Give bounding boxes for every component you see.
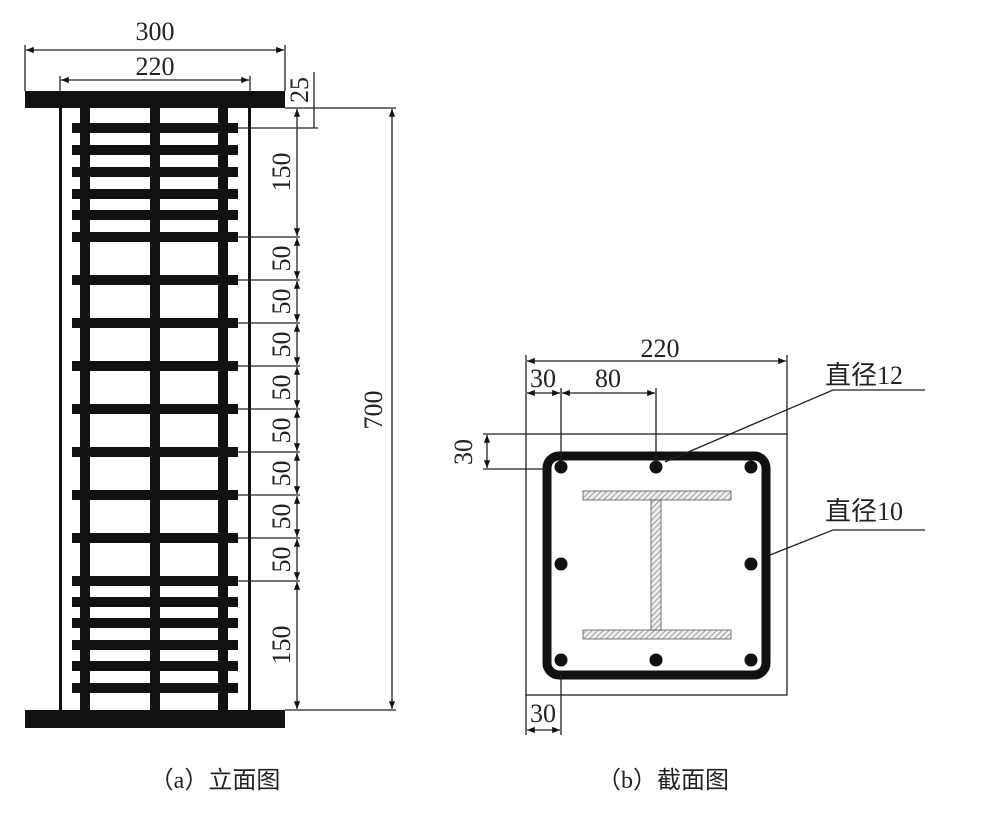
- leader-stirrup: [769, 529, 925, 556]
- section-dim-width: 220: [641, 334, 680, 363]
- label-longitudinal-bar: 直径12: [825, 361, 903, 390]
- section-dim-cover-top: 30: [449, 439, 478, 465]
- dim-height: 700: [359, 391, 388, 430]
- dim-cover-top: 25: [285, 77, 314, 103]
- dim-spacing: 50: [267, 375, 296, 401]
- steel-flange-bottom: [582, 629, 732, 640]
- dim-dense-top: 150: [267, 153, 296, 192]
- dim-spacing: 50: [267, 504, 296, 530]
- dim-core-width: 220: [136, 52, 175, 81]
- elevation-caption: （a）立面图: [150, 767, 281, 794]
- section-dim-cover-left: 30: [530, 364, 556, 393]
- concrete-outline-left: [59, 108, 62, 710]
- steel-web: [650, 499, 662, 631]
- bottom-plate: [25, 710, 285, 728]
- elevation-view: 300 220 25 700 150 150 50 50 50 50 50 50 5050 …: [24, 17, 396, 794]
- dim-spacing: 50: [267, 289, 296, 315]
- section-dim-cover-bottom: 30: [530, 699, 556, 728]
- rebar: [744, 557, 758, 571]
- section-caption: （b）截面图: [597, 767, 729, 794]
- dim-total-width: 300: [136, 17, 175, 46]
- rebar: [649, 653, 663, 667]
- steel-flange-top: [582, 490, 732, 501]
- label-stirrup: 直径10: [825, 497, 903, 526]
- dim-spacing: 50: [267, 461, 296, 487]
- spacing-dims: 50 50 50 50 50 50 50 50: [238, 236, 301, 582]
- dim-spacing: 50: [267, 547, 296, 573]
- rebar: [744, 460, 758, 474]
- longitudinal-bar: [80, 108, 90, 710]
- longitudinal-bars: [554, 460, 758, 667]
- rebar: [554, 557, 568, 571]
- rebar: [554, 653, 568, 667]
- rebar: [649, 460, 663, 474]
- longitudinal-bar: [218, 108, 228, 710]
- dim-spacing: 50: [267, 246, 296, 272]
- longitudinal-bar: [150, 108, 160, 710]
- rebar: [744, 653, 758, 667]
- dim-spacing: 50: [267, 418, 296, 444]
- dim-dense-bottom: 150: [267, 626, 296, 665]
- leader-longitudinal-bar: [664, 389, 925, 463]
- rebar: [554, 460, 568, 474]
- section-dim-bar-spacing: 80: [595, 364, 621, 393]
- section-view: 220 30 80 30 30 直径12 直径10 （b）截面图: [449, 334, 925, 794]
- dim-spacing: 50: [267, 332, 296, 358]
- top-plate: [25, 91, 285, 108]
